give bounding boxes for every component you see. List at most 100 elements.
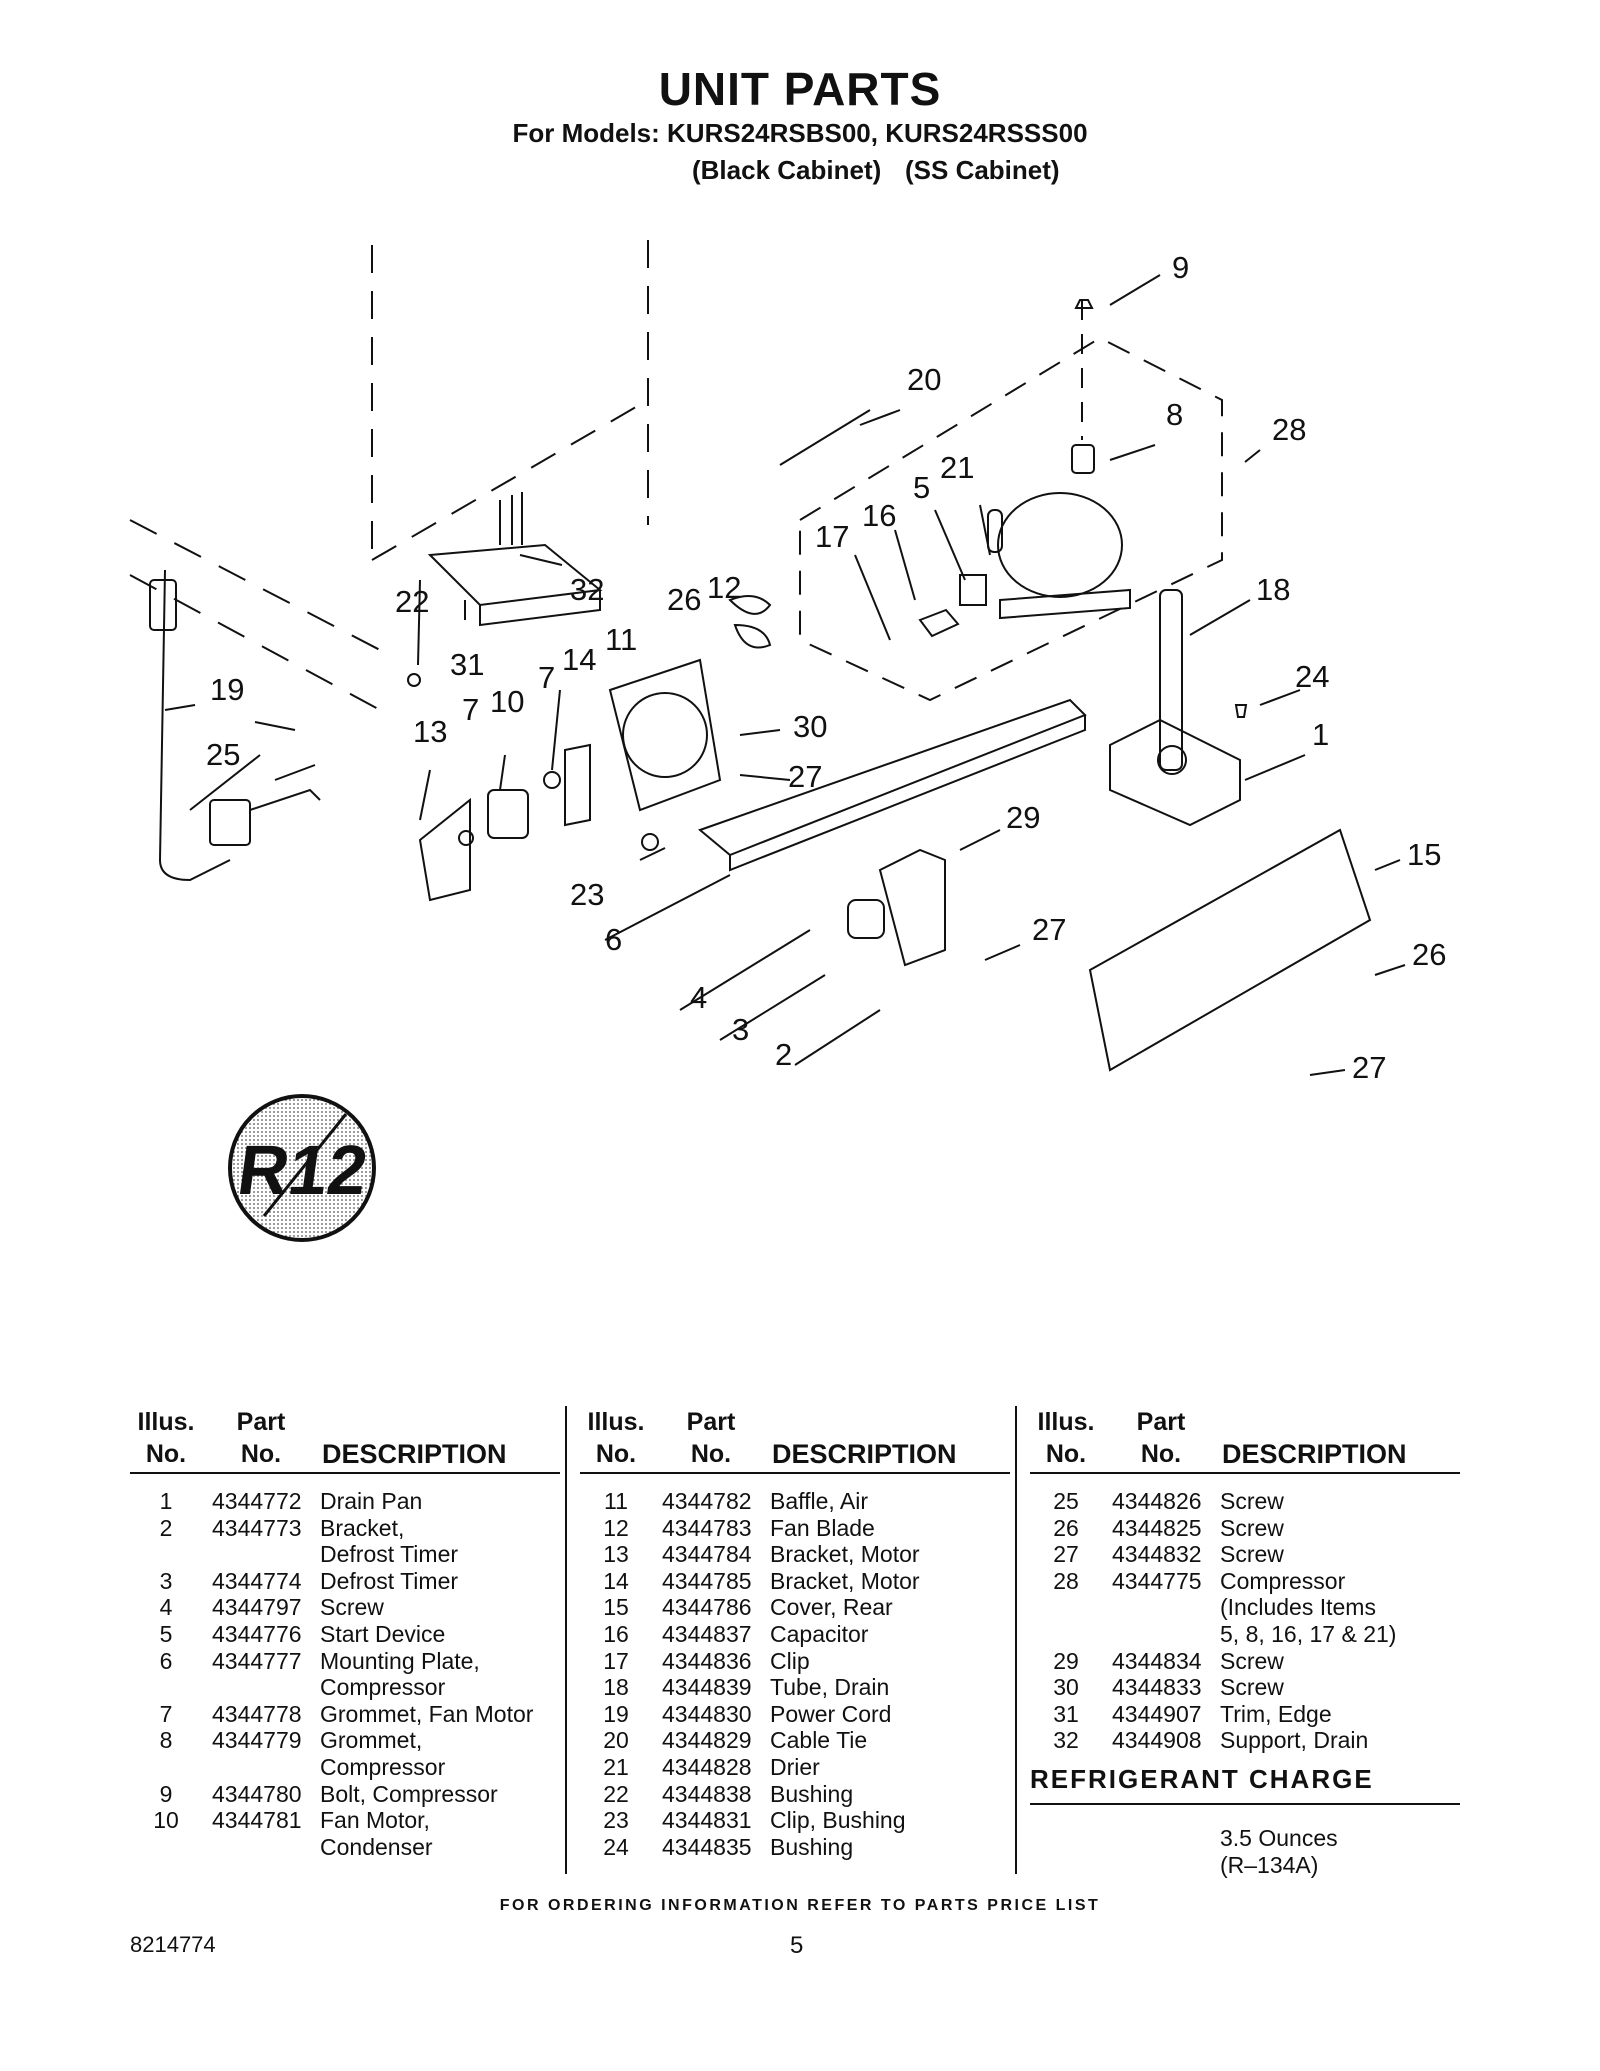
illus-number: 6 (159, 1647, 173, 1674)
part-description: Clip (770, 1647, 810, 1674)
illus-number: 10 (153, 1807, 179, 1834)
illus-number: 13 (603, 1541, 629, 1568)
part-description: Bracket, Motor (770, 1567, 920, 1594)
part-number: 4344777 (212, 1647, 302, 1674)
illus-number: 1 (159, 1488, 173, 1514)
illus-number: 9 (159, 1780, 173, 1807)
part-description: Bushing (770, 1780, 854, 1807)
cabinet-ss-label: (SS Cabinet) (905, 155, 1060, 185)
part-description: Capacitor (770, 1620, 869, 1647)
callout-1: 1 (1312, 717, 1329, 752)
callout-17: 17 (815, 519, 849, 554)
header-part-no: Part No. (236, 1408, 286, 1468)
part-number: 4344776 (212, 1620, 302, 1647)
part-description: Screw (1220, 1647, 1284, 1674)
callout-27b: 27 (1032, 912, 1066, 947)
refrigerant-charge-title: REFRIGERANT CHARGE (1030, 1764, 1460, 1805)
header-illus-no: Illus. No. (1037, 1408, 1095, 1468)
illus-number: 22 (603, 1780, 629, 1807)
callout-6: 6 (605, 922, 622, 957)
callout-7: 7 (538, 660, 555, 695)
part-number: 4344833 (1112, 1674, 1202, 1701)
illus-number: 28 (1053, 1567, 1079, 1594)
illus-number: 30 (1053, 1674, 1079, 1701)
cabinet-black-label: (Black Cabinet) (692, 155, 882, 185)
header-description: DESCRIPTION (772, 1439, 957, 1469)
part-description: Trim, Edge (1220, 1700, 1332, 1727)
part-number: 4344828 (662, 1753, 752, 1780)
callout-11: 11 (605, 622, 637, 657)
illus-number: 32 (1053, 1727, 1079, 1754)
callout-14: 14 (562, 642, 596, 677)
part-description: Drier (770, 1753, 820, 1780)
callout-5: 5 (913, 470, 930, 505)
page-number: 5 (790, 1932, 804, 1959)
illus-number: 25 (1053, 1488, 1079, 1514)
part-number: 4344775 (1112, 1567, 1202, 1594)
no-r12-symbol: R12 (228, 1094, 376, 1242)
part-description: Screw (320, 1594, 384, 1621)
part-number: 4344780 (212, 1780, 302, 1807)
models-line: For Models: KURS24RSBS00, KURS24RSSS00 (512, 118, 1088, 148)
part-number: 4344829 (662, 1727, 752, 1754)
callout-19: 19 (210, 672, 244, 707)
callout-25: 25 (206, 737, 240, 772)
part-number: 4344834 (1112, 1647, 1202, 1674)
part-description: Bracket, Motor (770, 1541, 920, 1568)
part-number: 4344781 (212, 1807, 302, 1834)
table-row: 28 4344775 Compressor (Includes Items 5, 8… (1030, 1568, 1460, 1648)
part-number: 4344907 (1112, 1700, 1202, 1727)
table-row: 29 4344834 Screw (1030, 1648, 1460, 1675)
part-description: Support, Drain (1220, 1727, 1369, 1754)
header-illus-no: Illus. No. (137, 1408, 195, 1468)
header-illus-no: Illus. No. (587, 1408, 645, 1468)
column-divider (1015, 1406, 1017, 1874)
callout-26b: 26 (1412, 937, 1446, 972)
callout-30: 30 (793, 709, 827, 744)
exploded-parts-diagram: 9 20 8 28 21 5 16 17 18 22 32 26 12 11 2… (129, 240, 1446, 1085)
part-number: 4344837 (662, 1620, 752, 1647)
part-description: Power Cord (770, 1700, 892, 1727)
callout-7b: 7 (462, 692, 479, 727)
illus-number: 31 (1053, 1700, 1079, 1727)
part-description: Screw (1220, 1514, 1284, 1541)
document-number: 8214774 (130, 1932, 216, 1957)
header-description: DESCRIPTION (322, 1439, 507, 1469)
part-description: Screw (1220, 1488, 1284, 1514)
callout-21: 21 (940, 450, 974, 485)
table-row: 31 4344907 Trim, Edge (1030, 1701, 1460, 1728)
illus-number: 29 (1053, 1647, 1079, 1674)
callout-2: 2 (775, 1037, 792, 1072)
part-description: Compressor (Includes Items 5, 8, 16, 17 … (1220, 1567, 1397, 1647)
illus-number: 17 (603, 1647, 629, 1674)
illus-number: 23 (603, 1807, 629, 1834)
part-description: Cover, Rear (770, 1594, 893, 1621)
part-number: 4344831 (662, 1807, 752, 1834)
illus-number: 4 (159, 1594, 173, 1621)
column-divider (565, 1406, 567, 1874)
part-number: 4344830 (662, 1700, 752, 1727)
illus-number: 11 (604, 1488, 628, 1514)
